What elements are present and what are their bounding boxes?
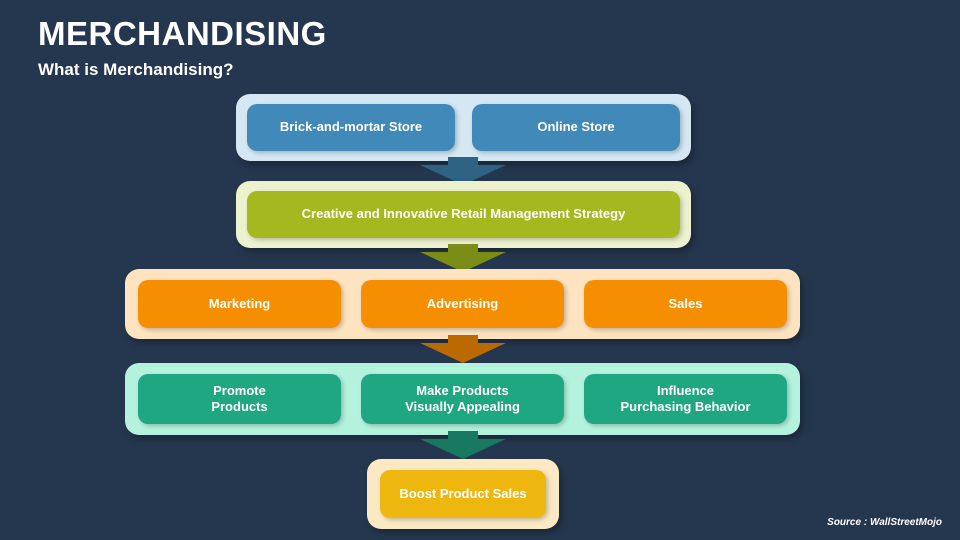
node-line-1: Influence xyxy=(656,382,715,398)
page-title: MERCHANDISING xyxy=(38,15,327,52)
node-boost-product-sales[interactable]: Boost Product Sales xyxy=(380,470,546,518)
node-line-1: Promote xyxy=(213,382,266,398)
page-subtitle: What is Merchandising? xyxy=(38,60,234,79)
node-make-products-visually-appealing[interactable]: Make Products Visually Appealing xyxy=(361,374,564,424)
stores-band: Brick-and-mortar Store Online Store xyxy=(236,94,691,161)
strategy-band: Creative and Innovative Retail Managemen… xyxy=(236,181,691,248)
node-promote-products-text: Promote Products xyxy=(211,383,267,416)
node-promote-products[interactable]: Promote Products xyxy=(138,374,341,424)
source-attribution: Source : WallStreetMojo xyxy=(827,517,942,528)
node-influence-text: Influence Purchasing Behavior xyxy=(620,383,750,416)
node-line-2: Products xyxy=(211,399,268,414)
node-influence-purchasing-behavior[interactable]: Influence Purchasing Behavior xyxy=(584,374,787,424)
node-advertising[interactable]: Advertising xyxy=(361,280,564,328)
node-brick-and-mortar-store[interactable]: Brick-and-mortar Store xyxy=(247,104,455,151)
node-make-products-text: Make Products Visually Appealing xyxy=(405,383,520,416)
goals-band: Promote Products Make Products Visually … xyxy=(125,363,800,435)
node-online-store[interactable]: Online Store xyxy=(472,104,680,151)
node-retail-management-strategy[interactable]: Creative and Innovative Retail Managemen… xyxy=(247,191,680,238)
node-line-2: Purchasing Behavior xyxy=(620,399,751,414)
strategy-band-inner: Creative and Innovative Retail Managemen… xyxy=(247,191,680,238)
node-marketing[interactable]: Marketing xyxy=(138,280,341,328)
outcome-band: Boost Product Sales xyxy=(367,459,559,529)
outcome-band-inner: Boost Product Sales xyxy=(380,470,546,518)
functions-band-inner: Marketing Advertising Sales xyxy=(138,280,787,328)
functions-band: Marketing Advertising Sales xyxy=(125,269,800,339)
node-line-1: Make Products xyxy=(416,382,509,398)
node-line-2: Visually Appealing xyxy=(405,399,520,414)
stores-band-inner: Brick-and-mortar Store Online Store xyxy=(247,104,680,151)
goals-band-inner: Promote Products Make Products Visually … xyxy=(138,374,787,424)
node-sales[interactable]: Sales xyxy=(584,280,787,328)
